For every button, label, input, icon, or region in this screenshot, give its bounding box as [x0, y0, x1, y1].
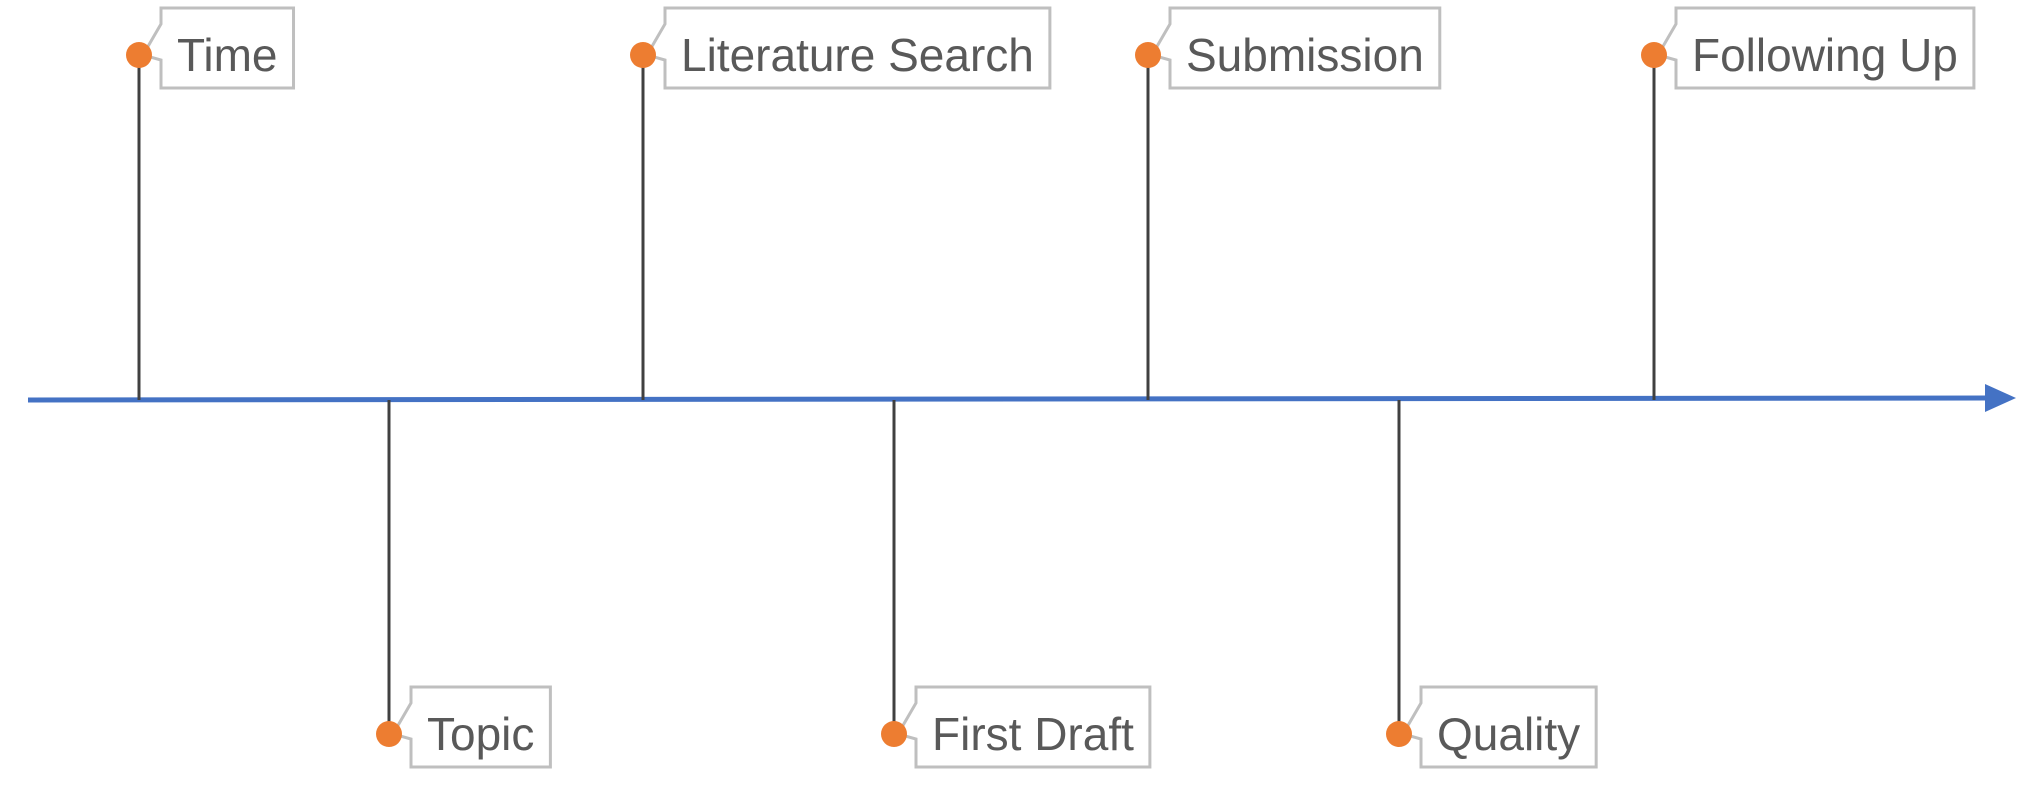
milestone-label: Quality: [1437, 708, 1580, 760]
label-callout-box: [1655, 6, 1976, 90]
milestone-dot-icon: [1135, 42, 1161, 68]
milestone-label: Submission: [1186, 29, 1424, 81]
milestone-dot-icon: [881, 721, 907, 747]
milestone-dot-icon: [376, 721, 402, 747]
timeline-axis: [27, 395, 1991, 403]
milestone-label: Following Up: [1692, 29, 1958, 81]
label-callout-box: [1400, 685, 1598, 769]
milestone: Following Up: [1641, 6, 1976, 400]
milestone-dot-icon: [1641, 42, 1667, 68]
milestone: Literature Search: [630, 6, 1052, 400]
timeline-arrowhead-icon: [1985, 384, 2016, 412]
label-callout-box: [1149, 6, 1442, 90]
milestone-label: Literature Search: [681, 29, 1034, 81]
milestone: First Draft: [881, 400, 1152, 769]
label-callout-box: [140, 6, 296, 90]
milestone-label: Topic: [427, 708, 534, 760]
milestone-dot-icon: [630, 42, 656, 68]
milestone-label: Time: [177, 29, 278, 81]
milestone-dot-icon: [1386, 721, 1412, 747]
milestone-dot-icon: [126, 42, 152, 68]
milestone: Time: [126, 6, 296, 400]
label-callout-box: [644, 6, 1052, 90]
label-callout-box: [895, 685, 1152, 769]
milestone: Submission: [1135, 6, 1442, 400]
milestone-label: First Draft: [932, 708, 1134, 760]
milestone: Topic: [376, 400, 552, 769]
milestone: Quality: [1386, 400, 1598, 769]
label-callout-box: [390, 685, 552, 769]
